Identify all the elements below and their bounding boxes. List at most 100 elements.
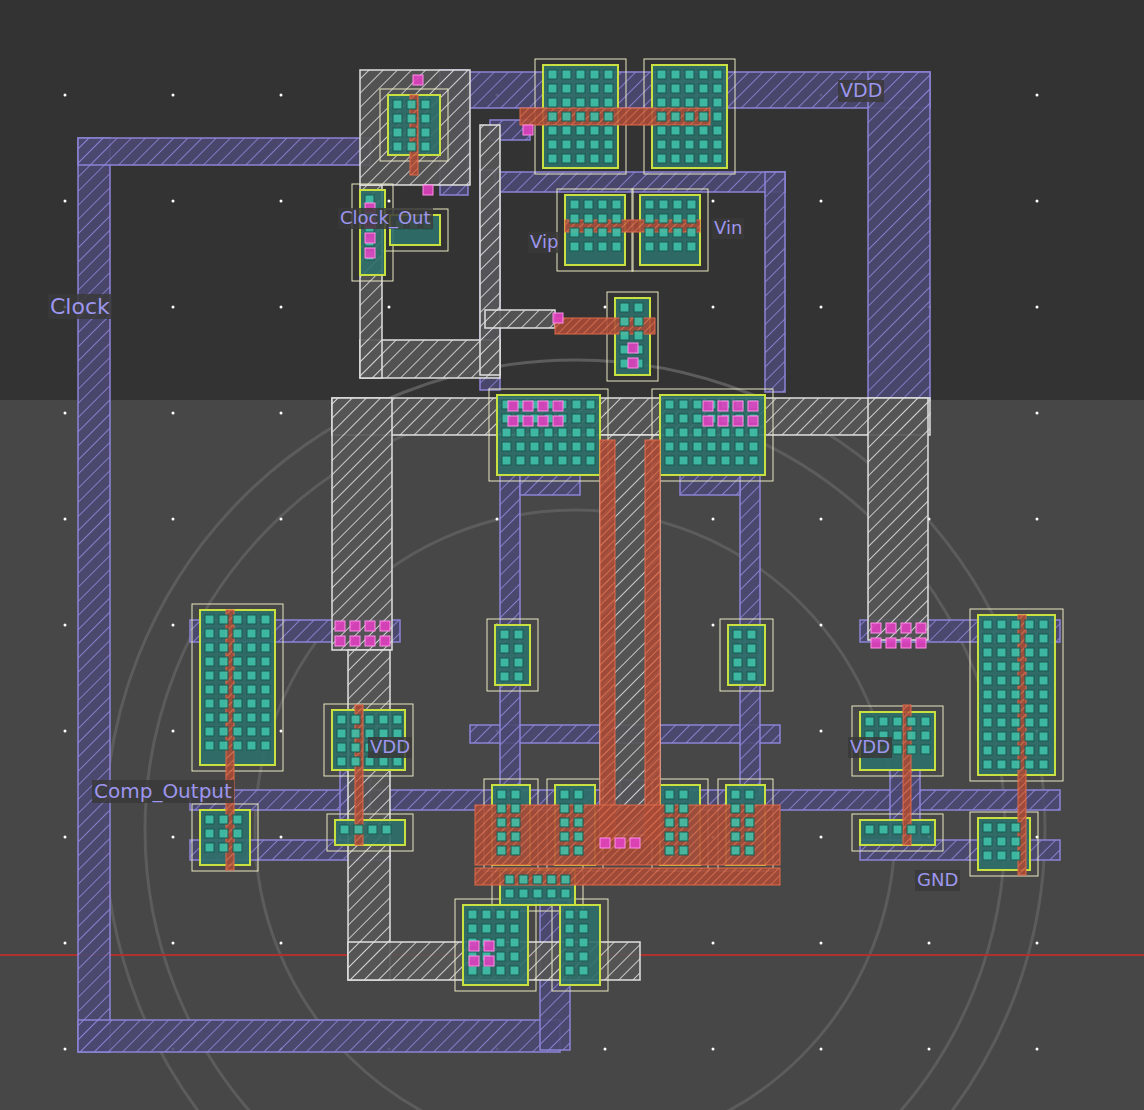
- contact: [907, 717, 916, 726]
- contact: [749, 456, 758, 465]
- contact: [1025, 718, 1034, 727]
- contact: [997, 837, 1006, 846]
- contact: [530, 428, 539, 437]
- contact: [502, 456, 511, 465]
- contact: [261, 629, 270, 638]
- contact: [548, 154, 557, 163]
- contact: [1039, 704, 1048, 713]
- contact: [1011, 823, 1020, 832]
- contact: [612, 242, 621, 251]
- via: [538, 416, 548, 426]
- via: [538, 401, 548, 411]
- contact: [368, 825, 377, 834]
- contact: [685, 84, 694, 93]
- contact: [1039, 732, 1048, 741]
- contact: [337, 743, 346, 752]
- contact: [657, 112, 666, 121]
- contact: [233, 741, 242, 750]
- grid-dot: [712, 1048, 715, 1051]
- contact: [482, 966, 491, 975]
- contact: [1039, 620, 1048, 629]
- contact: [693, 442, 702, 451]
- metal2-wire: [348, 650, 390, 980]
- contact: [393, 128, 402, 137]
- via: [748, 401, 758, 411]
- contact: [407, 128, 416, 137]
- nwell-outline: [352, 184, 393, 281]
- contact: [747, 630, 756, 639]
- contact: [721, 442, 730, 451]
- contact: [584, 242, 593, 251]
- active-area: [860, 820, 935, 845]
- via: [484, 956, 494, 966]
- via: [350, 621, 360, 631]
- via: [484, 941, 494, 951]
- grid-dot: [280, 730, 283, 733]
- grid-dot: [280, 412, 283, 415]
- contact: [560, 804, 569, 813]
- contact: [261, 671, 270, 680]
- contact: [572, 456, 581, 465]
- contact: [665, 846, 674, 855]
- contact: [907, 745, 916, 754]
- contact: [713, 126, 722, 135]
- contact: [598, 242, 607, 251]
- contact: [502, 442, 511, 451]
- contact: [511, 804, 520, 813]
- active-area: [652, 65, 727, 168]
- contact: [1039, 746, 1048, 755]
- contact: [233, 657, 242, 666]
- contact: [496, 938, 505, 947]
- contact: [497, 832, 506, 841]
- contact: [620, 303, 629, 312]
- via: [886, 623, 896, 633]
- contact: [893, 717, 902, 726]
- contact: [590, 112, 599, 121]
- contact: [510, 966, 519, 975]
- contact: [733, 630, 742, 639]
- contact: [544, 428, 553, 437]
- contact: [261, 727, 270, 736]
- contact: [511, 832, 520, 841]
- nwell-outline: [535, 59, 626, 174]
- via: [335, 621, 345, 631]
- contact: [604, 126, 613, 135]
- contact: [679, 414, 688, 423]
- contact: [598, 228, 607, 237]
- contact: [1011, 676, 1020, 685]
- contact: [1039, 690, 1048, 699]
- contact: [572, 400, 581, 409]
- via: [365, 636, 375, 646]
- contact: [673, 228, 682, 237]
- nwell-outline: [644, 59, 735, 174]
- active-area: [200, 810, 250, 865]
- grid-dot: [604, 1048, 607, 1051]
- contact: [590, 126, 599, 135]
- contact: [562, 126, 571, 135]
- contact: [865, 825, 874, 834]
- poly-gate: [645, 440, 660, 840]
- contact: [219, 615, 228, 624]
- contact: [671, 126, 680, 135]
- contact: [510, 938, 519, 947]
- contact: [747, 658, 756, 667]
- contact: [514, 672, 523, 681]
- contact: [731, 846, 740, 855]
- grid-dot: [64, 94, 67, 97]
- contact: [983, 620, 992, 629]
- contact: [907, 825, 916, 834]
- contact: [997, 620, 1006, 629]
- contact: [511, 846, 520, 855]
- active-area: [978, 615, 1055, 775]
- contact: [983, 746, 992, 755]
- contact: [1039, 760, 1048, 769]
- contact: [735, 428, 744, 437]
- contact: [548, 112, 557, 121]
- nwell-outline: [552, 899, 608, 991]
- active-area: [543, 65, 618, 168]
- contact: [233, 713, 242, 722]
- contact: [393, 757, 402, 766]
- contact: [983, 634, 992, 643]
- contact: [665, 790, 674, 799]
- contact: [735, 442, 744, 451]
